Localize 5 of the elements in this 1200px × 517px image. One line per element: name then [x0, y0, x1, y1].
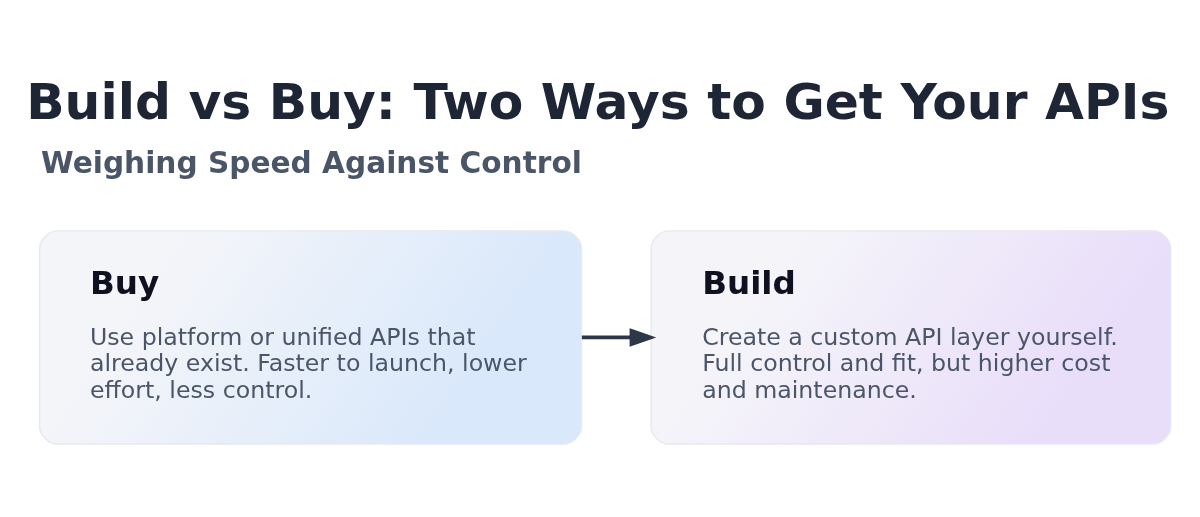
label: Weighing Speed Against Control [41, 145, 582, 180]
node-box: Buy Use platform or unified APIs that already exist. Faster to launch, lower effort, less control. [38, 229, 583, 445]
diagram-title: Build vs Buy: Two Ways to Get Your APIs [26, 71, 1170, 131]
arrow [581, 327, 657, 347]
node-box: Build Create a custom API layer yourself. Full control and fit, but higher cost and maintenance. [650, 229, 1172, 445]
